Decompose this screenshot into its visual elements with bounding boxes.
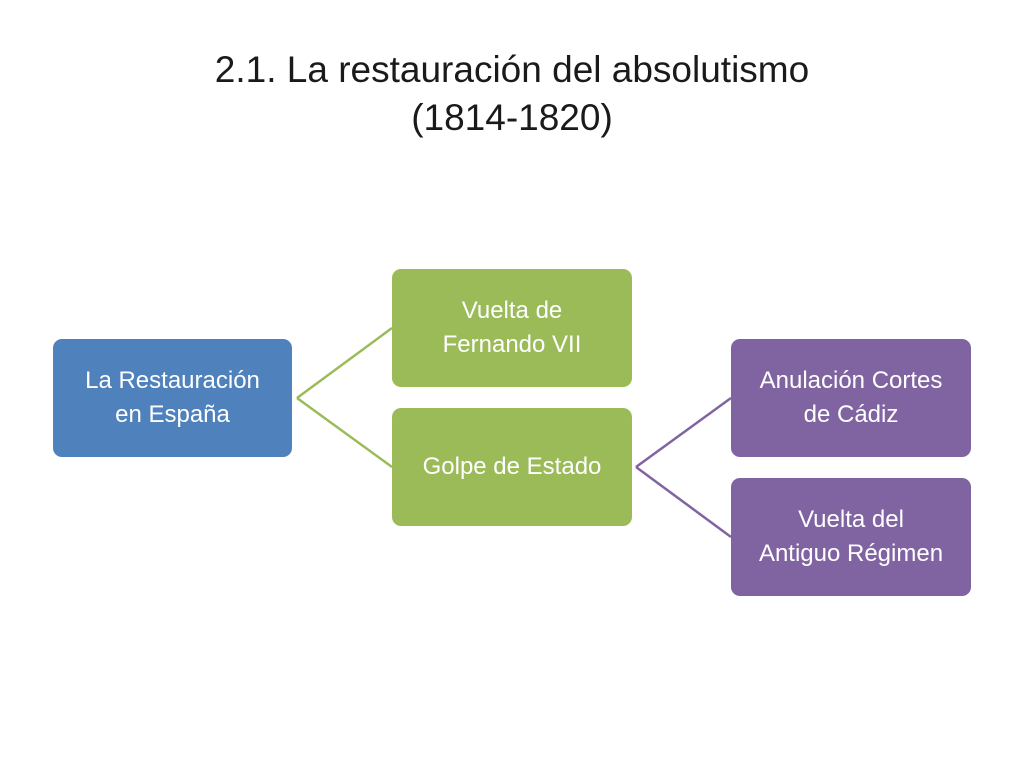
node-root-line-2: en España (115, 401, 230, 428)
node-antiguo-line-1: Vuelta del (798, 506, 904, 533)
node-golpe-line-1: Golpe de Estado (422, 453, 602, 480)
node-anulacion-line-1: Anulación Cortes (759, 367, 943, 394)
node-vuelta-fernando: Vuelta de Fernando VII (392, 269, 632, 387)
node-golpe-de-estado: Golpe de Estado (392, 408, 632, 526)
node-la-restauracion: La Restauración en España (53, 339, 292, 457)
node-vuelta-line-1: Vuelta de (461, 297, 563, 324)
node-antiguo-line-2: Antiguo Régimen (758, 540, 944, 567)
connector-root-to-vuelta (296, 326, 393, 400)
node-vuelta-line-2: Fernando VII (442, 331, 582, 358)
connector-golpe-to-anulacion (635, 396, 732, 469)
title-line-1: 2.1. La restauración del absolutismo (214, 49, 810, 90)
node-anulacion-line-2: de Cádiz (803, 401, 899, 428)
connector-root-to-golpe (296, 396, 393, 469)
connector-golpe-to-antiguo (635, 465, 732, 539)
node-anulacion-cortes: Anulación Cortes de Cádiz (731, 339, 971, 457)
node-root-line-1: La Restauración (85, 367, 260, 394)
node-vuelta-antiguo-regimen: Vuelta del Antiguo Régimen (731, 478, 971, 596)
slide-title: 2.1. La restauración del absolutismo (18… (0, 46, 1024, 142)
title-line-2: (1814-1820) (411, 97, 613, 138)
